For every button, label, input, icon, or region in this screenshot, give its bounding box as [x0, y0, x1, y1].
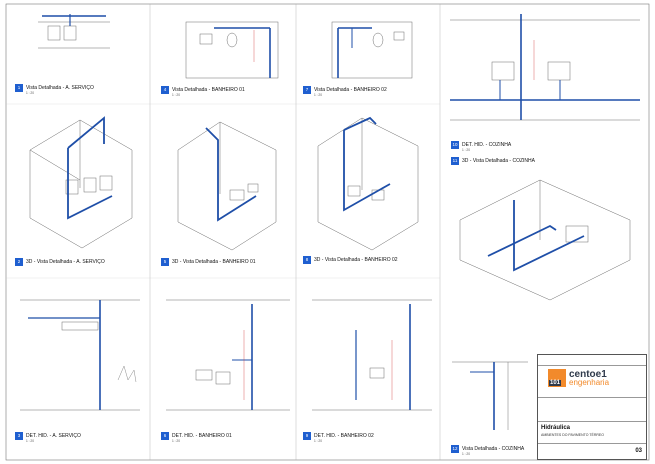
view-scale: 1 : 20 [26, 439, 34, 443]
view-scale: 1 : 20 [172, 439, 180, 443]
view-number: 10 [451, 141, 459, 149]
iso-banheiro-01 [177, 121, 277, 251]
view-title: Vista Detalhada - BANHEIRO 01 [172, 87, 245, 93]
brand-tagline: engenharia [569, 377, 610, 387]
view-title: Vista Detalhada - A. SERVIÇO [26, 85, 94, 91]
sheet-number: 03 [635, 448, 642, 454]
view-number: 3 [15, 432, 23, 440]
view-label: 8 3D - Vista Detalhada - BANHEIRO 02 [303, 256, 398, 264]
view-label: 3 DET. HID. - A. SERVIÇO 1 : 20 [15, 432, 81, 443]
sheet-border [5, 3, 650, 461]
iso-banheiro-02 [317, 116, 419, 251]
view-title: Vista Detalhada - COZINHA [462, 446, 525, 452]
detail-cozinha [450, 14, 640, 121]
view-title: 3D - Vista Detalhada - BANHEIRO 01 [172, 259, 256, 265]
iso-a-servico [29, 116, 133, 249]
view-label: 12 Vista Detalhada - COZINHA 1 : 20 [451, 445, 525, 456]
view-title: 3D - Vista Detalhada - BANHEIRO 02 [314, 257, 398, 263]
iso-cozinha [459, 179, 631, 301]
view-label: 9 DET. HID. - BANHEIRO 02 1 : 20 [303, 432, 374, 443]
view-title: 3D - Vista Detalhada - COZINHA [462, 158, 535, 164]
view-label: 5 3D - Vista Detalhada - BANHEIRO 01 [161, 258, 256, 266]
view-scale: 1 : 20 [26, 91, 34, 95]
view-label: 10 DET. HID. - COZINHA 1 : 20 [451, 141, 512, 152]
view-title: Vista Detalhada - BANHEIRO 02 [314, 87, 387, 93]
elevation-banheiro-02 [331, 21, 413, 79]
view-title: DET. HID. - BANHEIRO 02 [314, 433, 374, 439]
view-number: 11 [451, 157, 459, 165]
view-label: 2 3D - Vista Detalhada - A. SERVIÇO [15, 258, 105, 266]
elevation-a-servico [38, 14, 110, 49]
view-scale: 1 : 20 [462, 452, 470, 456]
title-block-rule [538, 421, 646, 422]
view-title: 3D - Vista Detalhada - A. SERVIÇO [26, 259, 105, 265]
view-scale: 1 : 20 [314, 439, 322, 443]
view-number: 4 [161, 86, 169, 94]
title-block-rule [538, 443, 646, 444]
logo-mark: 101 [548, 369, 566, 387]
view-title: DET. HID. - A. SERVIÇO [26, 433, 81, 439]
view-number: 7 [303, 86, 311, 94]
view-label: 1 Vista Detalhada - A. SERVIÇO 1 : 20 [15, 84, 94, 95]
view-label: 6 DET. HID. - BANHEIRO 01 1 : 20 [161, 432, 232, 443]
view-number: 9 [303, 432, 311, 440]
brand-name: centoe1 [569, 368, 607, 380]
view-number: 8 [303, 256, 311, 264]
view-scale: 1 : 20 [462, 148, 470, 152]
view-number: 1 [15, 84, 23, 92]
hid-banheiro-01 [166, 299, 290, 411]
view-title: DET. HID. - COZINHA [462, 142, 512, 148]
view-number: 12 [451, 445, 459, 453]
view-scale: 1 : 20 [314, 93, 322, 97]
view-label: 7 Vista Detalhada - BANHEIRO 02 1 : 20 [303, 86, 387, 97]
discipline-title: Hidráulica [541, 425, 571, 431]
hid-a-servico [20, 299, 140, 411]
view-number: 2 [15, 258, 23, 266]
elevation-banheiro-01 [185, 21, 279, 79]
company-logo: 101 centoe1 engenharia [548, 369, 609, 387]
view-number: 5 [161, 258, 169, 266]
elevation-cozinha [452, 361, 528, 430]
view-label: 4 Vista Detalhada - BANHEIRO 01 1 : 20 [161, 86, 245, 97]
view-scale: 1 : 20 [172, 93, 180, 97]
view-label: 11 3D - Vista Detalhada - COZINHA [451, 157, 535, 165]
view-number: 6 [161, 432, 169, 440]
title-block: 101 centoe1 engenharia Hidráulica AMBIEN… [537, 354, 647, 460]
title-block-rule [538, 365, 646, 366]
environment-subtitle: AMBIENTES DO PAVIMENTO TÉRREO [541, 433, 604, 437]
hid-banheiro-02 [312, 299, 432, 411]
logo-mark-text: 101 [549, 380, 562, 386]
view-title: DET. HID. - BANHEIRO 01 [172, 433, 232, 439]
title-block-rule [538, 397, 646, 398]
